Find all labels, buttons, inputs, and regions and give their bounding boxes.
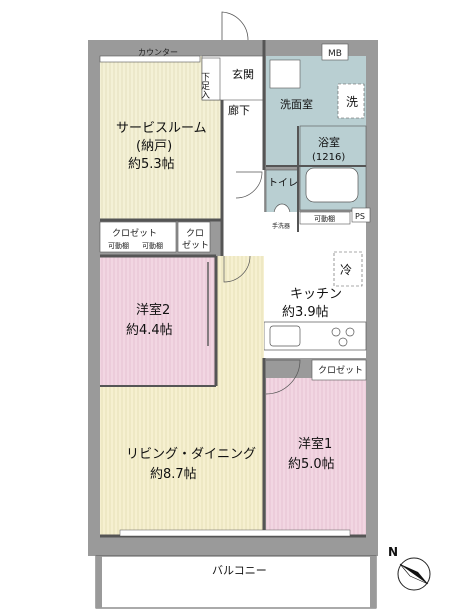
closet-label: クロゼット: [112, 227, 157, 239]
sink: [269, 325, 301, 347]
service-room: [100, 56, 222, 220]
north-arrow-icon: [397, 557, 431, 591]
shelf-label: 可動棚: [314, 214, 335, 223]
kitchen-label-2: 約3.9帖: [282, 305, 329, 320]
hallway-label: 廊下: [228, 103, 250, 117]
closet-room1-label: クロゼット: [318, 364, 363, 376]
ps: [351, 207, 371, 223]
washer-label: 洗: [346, 95, 358, 109]
balcony-label: バルコニー: [212, 564, 267, 577]
entrance-label: 玄関: [232, 67, 254, 81]
service-room-label-1: サービスルーム: [116, 121, 207, 136]
toilet-label: トイレ: [268, 178, 298, 189]
room2-label-2: 約4.4帖: [126, 323, 173, 338]
service-room-label-2: (納戸): [136, 139, 172, 154]
shelf-kitchen: [299, 211, 351, 225]
room1-label-2: 約5.0帖: [288, 457, 335, 472]
meter-box: [321, 43, 349, 61]
counter: [99, 55, 201, 63]
closet-service: [99, 221, 177, 253]
vanity: [269, 59, 301, 89]
room2-label-1: 洋室2: [136, 302, 170, 318]
shoe-cabinet: [201, 57, 221, 101]
room1-label-1: 洋室1: [298, 436, 332, 452]
washroom-label: 洗面室: [280, 97, 313, 111]
shelf-label-a: 可動棚: [108, 241, 129, 250]
hand-wash-label: 手洗器: [272, 222, 290, 230]
washer-space: [337, 83, 365, 119]
bathtub: [305, 167, 359, 203]
mb-label: MB: [328, 49, 342, 59]
living-label-1: リビング・ダイニング: [126, 447, 256, 462]
bath-size-label: (1216): [312, 152, 345, 163]
living-dining: [100, 386, 264, 536]
western-room-1: [266, 378, 366, 536]
north-label: N: [388, 545, 398, 559]
small-closet-label-1: クロ: [186, 228, 204, 239]
western-room-2: [100, 256, 216, 386]
living-label-2: 約8.7帖: [150, 467, 197, 482]
shelf-label-b: 可動棚: [142, 241, 163, 250]
kitchen-label-1: キッチン: [290, 287, 342, 302]
bath-label: 浴室: [318, 135, 340, 149]
ps-label: PS: [355, 212, 365, 221]
counter-label: カウンター: [138, 48, 178, 57]
closet-room1: [311, 359, 367, 381]
closet-small: [177, 221, 211, 253]
fridge-space: [333, 251, 363, 287]
service-room-label-3: 約5.3帖: [128, 157, 175, 172]
shoe-cabinet-label: 下足入: [199, 72, 210, 99]
small-closet-label-2: ゼット: [182, 239, 209, 251]
fridge-label: 冷: [340, 263, 352, 277]
